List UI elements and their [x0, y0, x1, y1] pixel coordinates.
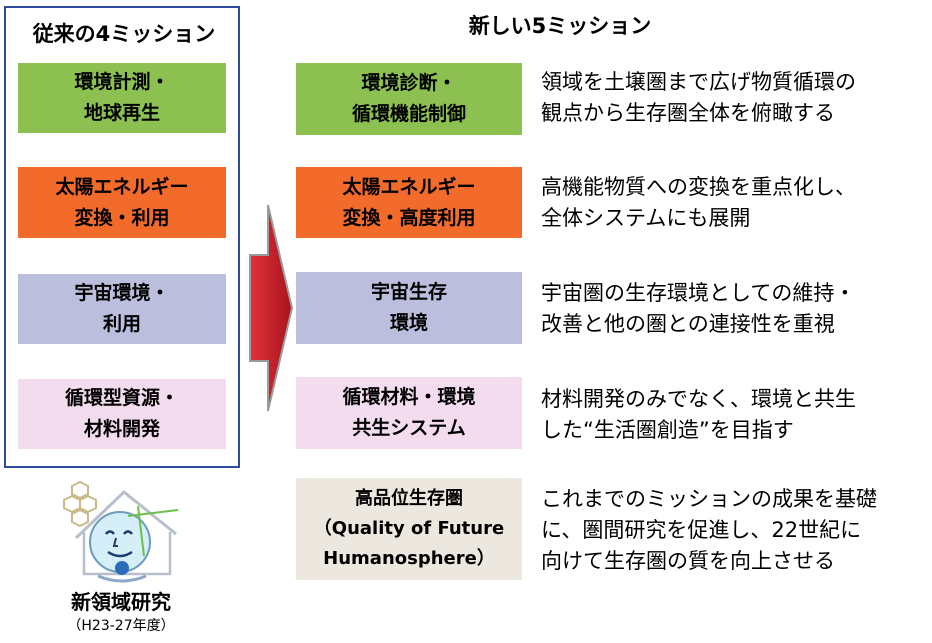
humanosphere-face-logo-icon	[63, 480, 179, 583]
new-mission-solar-energy-desc: 高機能物質への変換を重点化し、 全体システムにも展開	[541, 175, 856, 230]
new-missions-title: 新しい5ミッション	[468, 14, 652, 38]
new-mission-quality-humanosphere-desc: これまでのミッションの成果を基礎 に、圏間研究を促進し、22世紀に 向けて生存圏…	[541, 487, 877, 573]
new-mission-materials-desc: 材料開発のみでなく、環境と共生 した“生活圏創造”を目指す	[541, 387, 856, 442]
new-mission-quality-humanosphere: 高品位生存圏 （Quality of Future Humanosphere）	[296, 478, 522, 580]
new-mission-materials: 循環材料・環境 共生システム	[296, 377, 522, 449]
old-mission-materials: 循環型資源・ 材料開発	[18, 379, 226, 449]
old-mission-space: 宇宙環境・ 利用	[18, 274, 226, 344]
old-mission-environment: 環境計測・ 地球再生	[18, 63, 226, 133]
old-mission-solar-energy: 太陽エネルギー 変換・利用	[18, 167, 226, 238]
new-mission-space: 宇宙生存 環境	[296, 272, 522, 344]
new-mission-space-desc: 宇宙圏の生存環境としての維持・ 改善と他の圏との連接性を重視	[541, 281, 856, 336]
new-mission-solar-energy: 太陽エネルギー 変換・高度利用	[296, 167, 522, 238]
new-mission-environment: 環境診断・ 循環機能制御	[296, 63, 522, 135]
new-mission-environment-desc: 領域を土壌圏まで広げ物質循環の 観点から生存圏全体を俯瞰する	[541, 70, 856, 125]
right-arrow-icon	[249, 204, 294, 412]
logo-period: （H23-27年度）	[67, 618, 175, 634]
old-missions-title: 従来の4ミッション	[32, 22, 216, 46]
logo-caption: 新領域研究	[71, 590, 171, 614]
